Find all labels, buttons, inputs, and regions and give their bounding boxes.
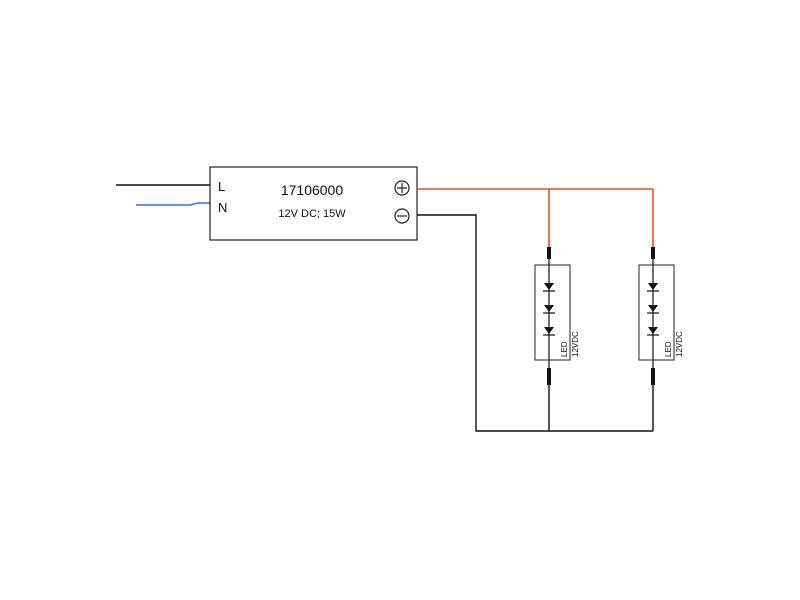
negative-wiring (417, 214, 654, 432)
led-module-type-label: LED (664, 341, 673, 357)
led-driver: L N 17106000 12V DC; 15W (209, 166, 418, 241)
led-diode-icon (647, 283, 659, 336)
led-module-voltage-label: 12VDC (675, 331, 684, 357)
led-module-voltage-label: 12VDC (571, 331, 580, 357)
input-terminal-l: L (218, 179, 225, 194)
led-module-2: LED 12VDC (638, 247, 684, 385)
positive-terminal-icon (394, 180, 410, 196)
positive-wiring (417, 188, 654, 249)
negative-terminal-icon (394, 208, 410, 224)
driver-model: 17106000 (281, 182, 344, 198)
driver-housing (209, 166, 418, 241)
led-module-type-label: LED (560, 341, 569, 357)
led-diode-icon (543, 283, 555, 336)
led-module-outline (534, 264, 571, 361)
led-module-outline (638, 264, 675, 361)
driver-rating: 12V DC; 15W (278, 208, 346, 220)
led-module-1: LED 12VDC (534, 247, 580, 385)
input-terminal-n: N (218, 200, 227, 215)
neutral-wire (136, 202, 210, 206)
